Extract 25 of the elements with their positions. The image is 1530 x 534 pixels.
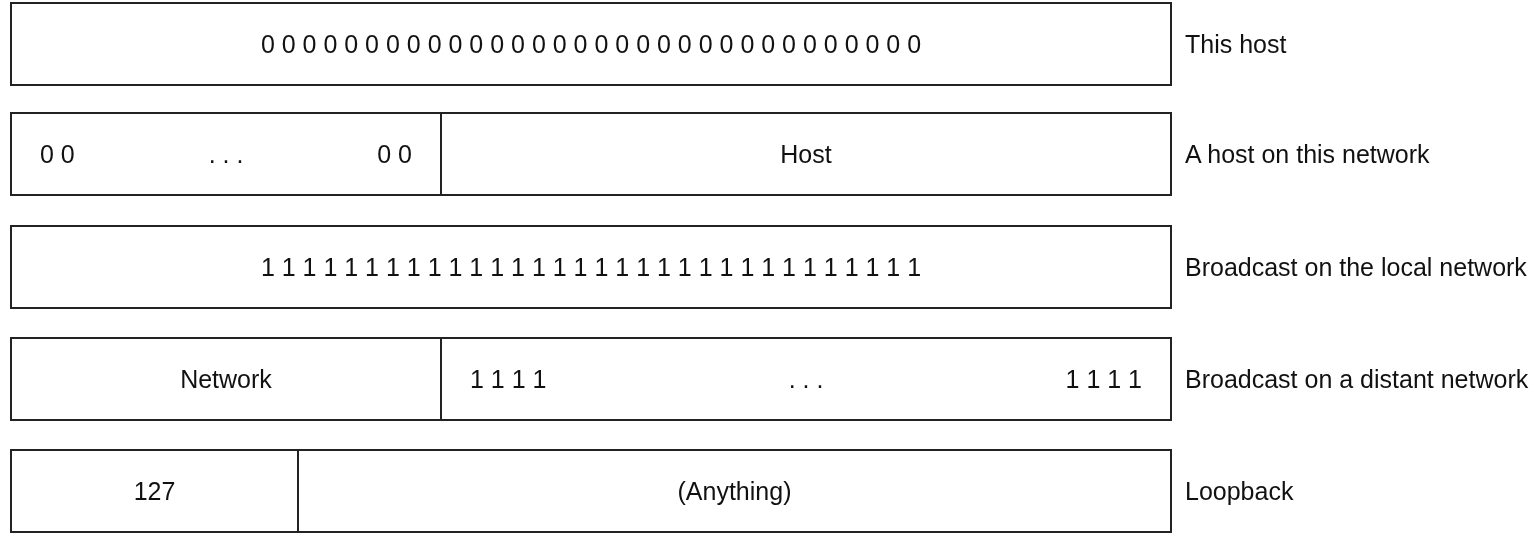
field-value: 0 0 xyxy=(377,139,412,169)
row-caption: Broadcast on the local network xyxy=(1185,252,1528,283)
address-field xyxy=(10,449,299,533)
field-value: 0 0 xyxy=(40,139,75,169)
address-field xyxy=(10,225,1172,309)
field-value: 127 xyxy=(133,476,176,506)
field-value: (Anything) xyxy=(677,476,792,506)
address-field xyxy=(440,337,1172,421)
row-caption: Broadcast on a distant network xyxy=(1185,364,1530,395)
row-caption: This host xyxy=(1185,29,1288,60)
row-caption: Loopback xyxy=(1185,476,1295,507)
field-value: 1 1 1 1 xyxy=(470,364,547,394)
address-field xyxy=(10,112,442,196)
address-field xyxy=(10,337,442,421)
field-value: 1 1 1 1 xyxy=(1065,364,1142,394)
address-field xyxy=(440,112,1172,196)
field-value: Network xyxy=(180,364,272,394)
address-field xyxy=(297,449,1172,533)
field-value: 1 1 1 1 1 1 1 1 1 1 1 1 1 1 1 1 1 1 1 1 1 1 1 1 1 1 1 1 1 1 1 1 xyxy=(260,252,922,282)
field-value: . . . xyxy=(208,139,244,169)
field-value: Host xyxy=(780,139,832,169)
address-field xyxy=(10,2,1172,86)
field-value: 0 0 0 0 0 0 0 0 0 0 0 0 0 0 0 0 0 0 0 0 0 0 0 0 0 0 0 0 0 0 0 0 xyxy=(260,29,922,59)
row-caption: A host on this network xyxy=(1185,139,1431,170)
field-value: . . . xyxy=(788,364,824,394)
